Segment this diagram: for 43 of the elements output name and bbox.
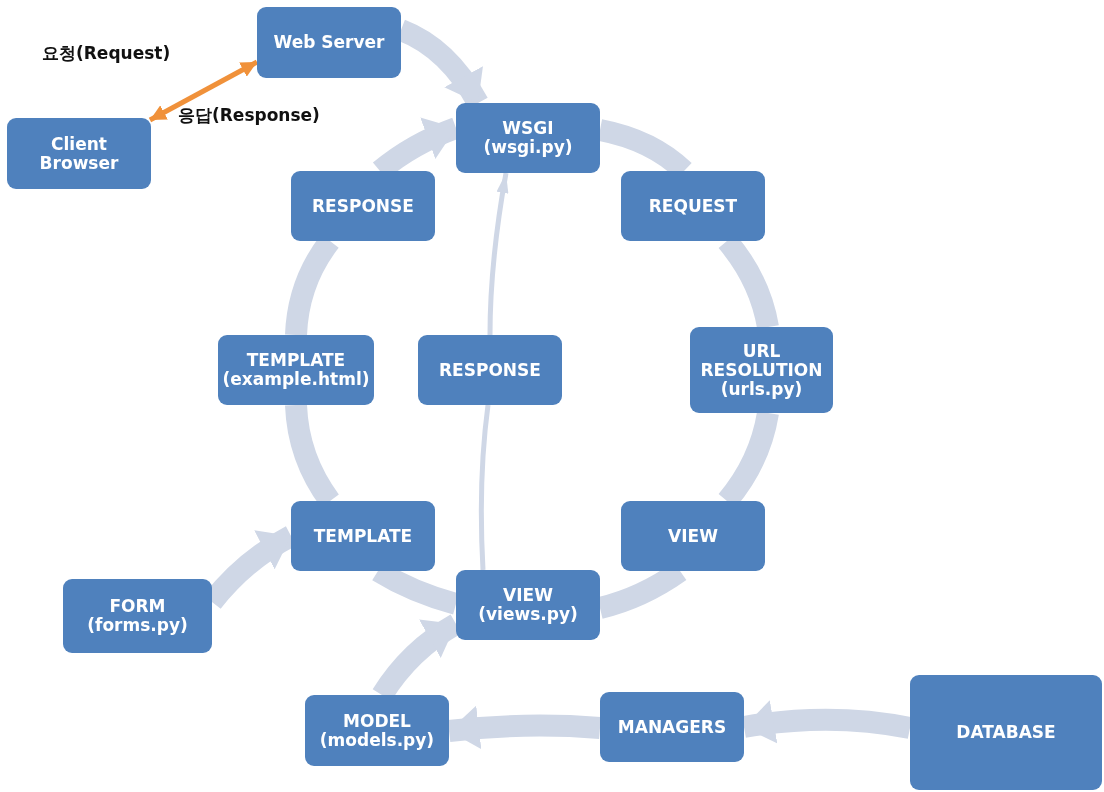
arrow (447, 705, 601, 750)
box-title: Web Server (273, 33, 385, 52)
file-name: (forms.py) (87, 616, 188, 635)
process-box (456, 570, 600, 640)
arrow (487, 172, 509, 336)
file-name: (views.py) (478, 605, 578, 624)
box-title: RESPONSE (312, 196, 414, 216)
box-title: WSGI (502, 119, 554, 138)
arrow (742, 700, 912, 744)
process-box (418, 335, 562, 405)
box-title: TEMPLATE (313, 526, 413, 546)
process-box (218, 335, 374, 405)
file-name: (models.py) (319, 730, 435, 750)
flow-label: 요청(Request) (42, 42, 171, 65)
process-box (7, 118, 151, 189)
box-title: FORM (109, 597, 166, 616)
file-name: (example.html) (222, 370, 370, 389)
box-title: DATABASE (956, 723, 1056, 742)
box-title: VIEW (668, 526, 718, 546)
box-title: MODEL (343, 711, 411, 731)
file-name: (wsgi.py) (483, 138, 573, 157)
box-title: VIEW (503, 586, 553, 605)
process-box (291, 171, 435, 241)
connector-band (478, 404, 491, 571)
flow-label: 응답(Response) (178, 104, 320, 127)
process-box (63, 579, 212, 653)
box-title: Client Browser (38, 134, 120, 173)
process-box (600, 692, 744, 762)
file-name: (urls.py) (720, 379, 803, 399)
process-box (690, 327, 833, 413)
box-title: REQUEST (648, 196, 738, 216)
process-box (621, 501, 765, 571)
process-box (910, 675, 1102, 790)
process-box (291, 501, 435, 571)
box-title: RESPONSE (439, 360, 541, 380)
process-box (305, 695, 449, 766)
process-box (621, 171, 765, 241)
box-title: URL RESOLUTION (699, 341, 824, 380)
arrow (148, 59, 259, 123)
box-title: MANAGERS (617, 717, 727, 737)
process-box (257, 7, 401, 78)
box-title: TEMPLATE (246, 351, 346, 370)
process-box (456, 103, 600, 173)
